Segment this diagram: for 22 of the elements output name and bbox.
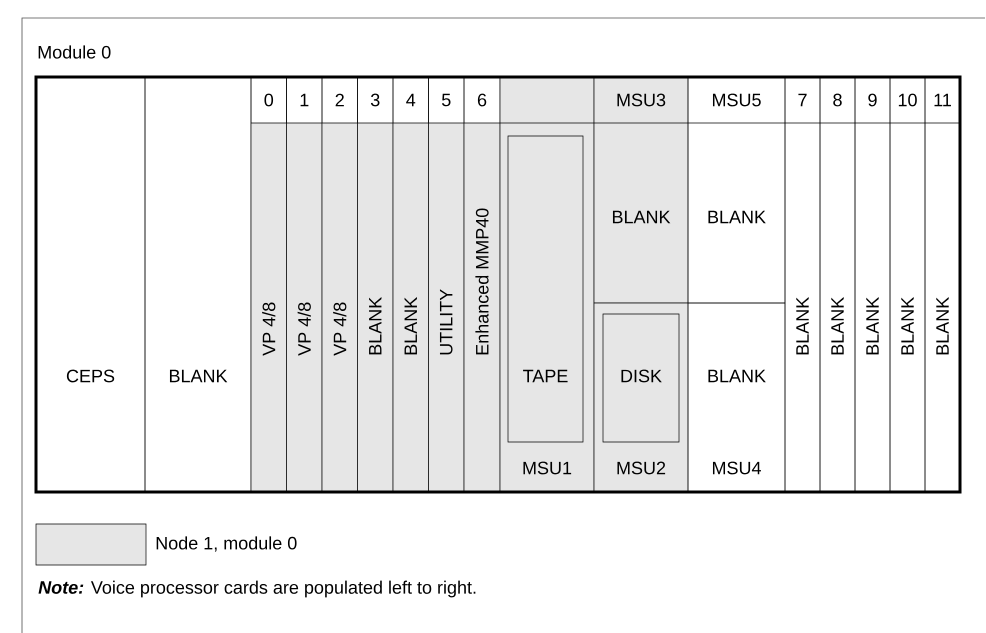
node-label: Module 0 [38, 45, 111, 59]
drive-box: DISK [602, 314, 680, 442]
card-slot: 9 BLANK [854, 76, 890, 492]
card-slot: 6 Enhanced MMP40 [464, 76, 500, 492]
card-slot: 1 VP 4/8 [286, 76, 322, 492]
storage-unit: MSU5 BLANK [688, 76, 786, 304]
card-slot: 0 VP 4/8 [250, 76, 287, 492]
card-slot: 7 BLANK [784, 76, 820, 492]
card-slot: 5 UTILITY [428, 76, 464, 492]
legend-label: Node 1, module 0 [156, 536, 297, 552]
card-slot: BLANK [144, 76, 252, 492]
card-slot: 4 BLANK [392, 76, 429, 492]
drive-box: TAPE [508, 136, 584, 442]
note-text: Note: Voice processor cards are populated left to right. [38, 580, 476, 598]
storage-unit: BLANK MSU4 [688, 302, 786, 492]
card-slot: 8 BLANK [820, 76, 856, 492]
card-slot: 3 BLANK [357, 76, 394, 492]
card-slot: 2 VP 4/8 [322, 76, 358, 492]
card-slot: 10 BLANK [890, 76, 926, 492]
node-label: CEPS [66, 370, 114, 382]
card-slot: 11 BLANK [924, 76, 960, 492]
storage-unit: MSU3 BLANK [594, 76, 688, 304]
